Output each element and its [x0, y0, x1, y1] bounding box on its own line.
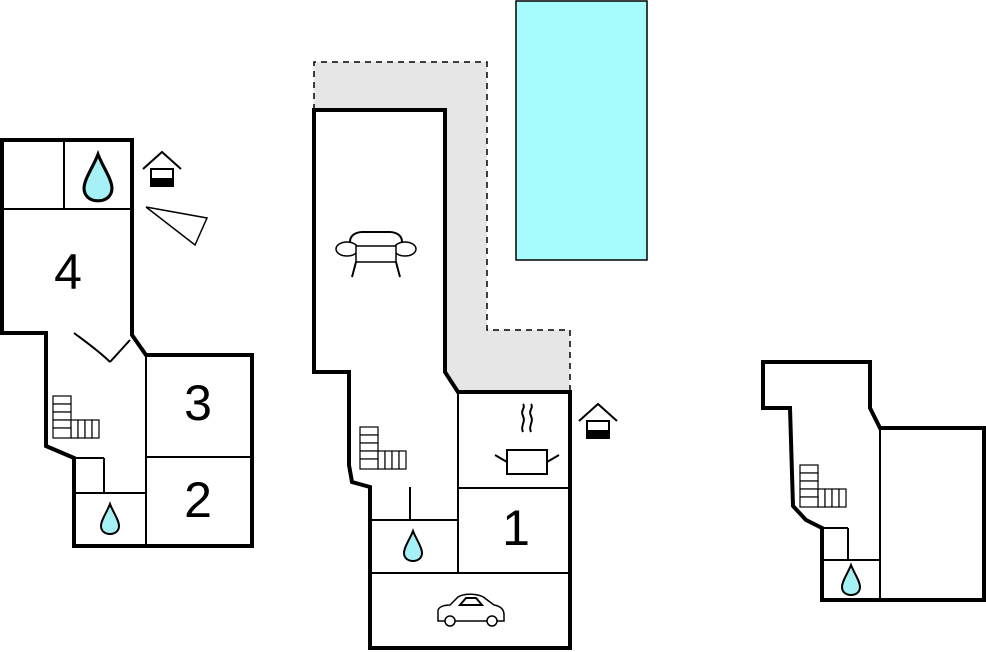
water-drop-icon: [82, 152, 114, 203]
stairs-icon: [359, 426, 407, 470]
room-number-2: 2: [184, 472, 212, 528]
car-icon: [437, 593, 505, 627]
house-entrance-icon: [578, 403, 618, 439]
sofa-icon: [335, 231, 417, 278]
terrace-outline: [313, 61, 571, 390]
house-entrance-icon: [142, 151, 182, 187]
pool: [515, 0, 648, 261]
terrace: [314, 62, 570, 390]
water-drop-icon: [841, 564, 861, 596]
building-middle: [312, 108, 572, 650]
building-right: [761, 360, 986, 602]
building-left: [0, 138, 254, 548]
room-number-3: 3: [184, 375, 212, 431]
water-drop-icon: [403, 530, 423, 562]
water-drop-icon: [100, 503, 120, 535]
room-number-1: 1: [502, 500, 530, 556]
room-number-4: 4: [54, 244, 82, 300]
direction-arrow-icon: [145, 206, 209, 247]
stairs-icon: [799, 464, 847, 508]
stairs-icon: [52, 395, 100, 439]
cooking-pot-icon: [494, 403, 560, 475]
